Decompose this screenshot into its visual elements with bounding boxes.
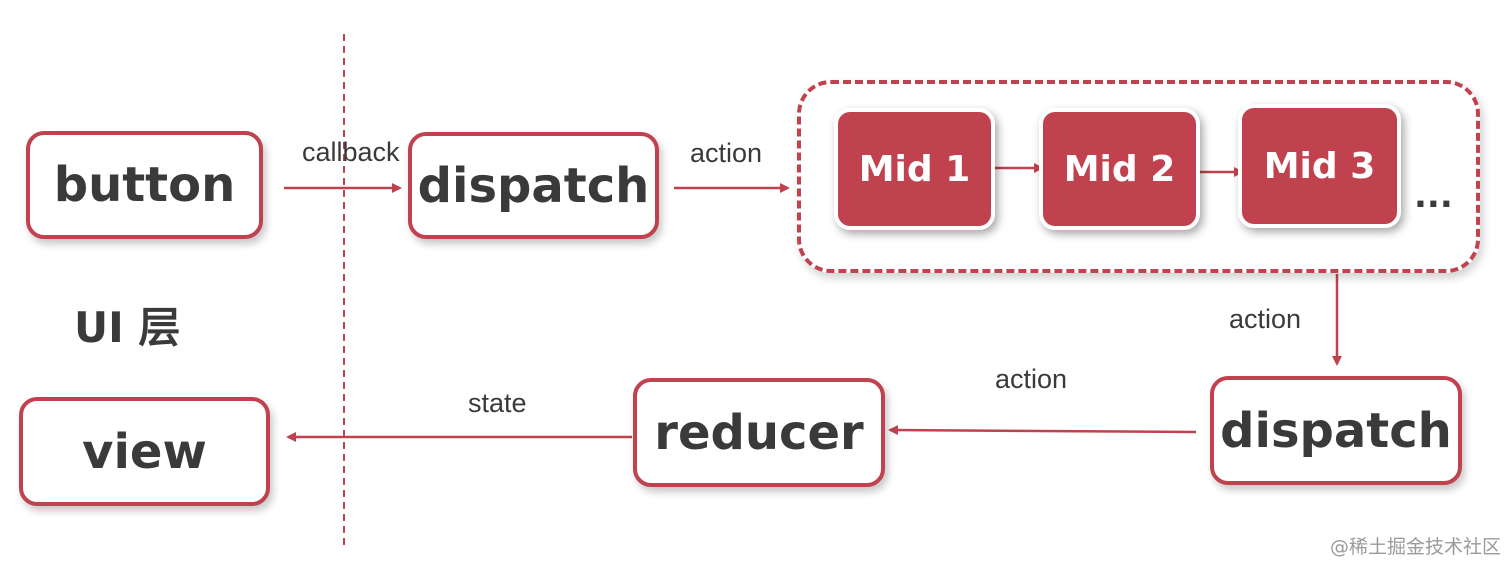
reducer-node: reducer [633,378,885,487]
middleware-ellipsis: ... [1414,176,1453,216]
watermark: @稀土掘金技术社区 [1330,536,1502,558]
middleware-mid-3: Mid 3 [1238,104,1401,228]
state-label: state [468,388,527,418]
callback-label: callback [302,137,400,167]
middleware-group [797,80,1480,273]
dispatch-node-top: dispatch [408,132,659,239]
action-label-right: action [1229,304,1302,334]
action-label-top: action [690,138,763,168]
view-node: view [19,397,270,506]
ui-layer-label: UI 层 [74,303,181,352]
action-label-bottom: action [995,364,1068,394]
button-node: button [26,131,263,239]
middleware-mid-1: Mid 1 [834,108,995,230]
middleware-mid-2: Mid 2 [1039,108,1200,230]
dispatch-node-bottom: dispatch [1210,376,1462,485]
arrow-dispatch-to-reducer [888,425,1197,436]
